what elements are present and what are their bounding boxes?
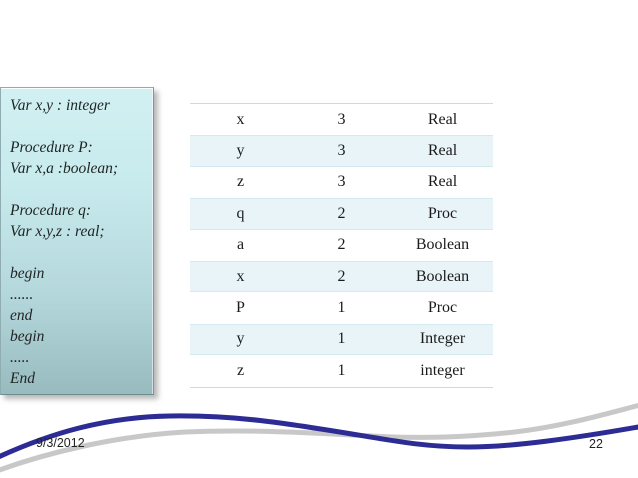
- table-row: z 1 integer: [190, 355, 493, 387]
- cell-type: Integer: [419, 330, 466, 348]
- cell-type: Proc: [427, 204, 458, 222]
- cell-type: Proc: [427, 299, 458, 317]
- footer-date: 9/3/2012: [36, 436, 85, 450]
- code-line: [10, 179, 147, 200]
- code-line: [10, 116, 147, 137]
- cell-name: y: [236, 142, 245, 160]
- decorative-waves: [0, 402, 638, 473]
- cell-type: Boolean: [415, 236, 470, 254]
- table-row: y 1 Integer: [190, 323, 493, 356]
- cell-level: 2: [337, 204, 346, 222]
- cell-name: q: [236, 204, 245, 222]
- cell-type: Boolean: [415, 267, 470, 285]
- cell-name: x: [236, 110, 245, 128]
- code-line: begin: [10, 328, 45, 345]
- table-row: q 2 Proc: [190, 198, 493, 230]
- cell-level: 3: [337, 110, 346, 128]
- code-line: Var x,a :boolean;: [10, 160, 119, 177]
- code-line: Procedure q:: [10, 202, 92, 219]
- cell-name: x: [236, 267, 245, 285]
- code-line: end: [10, 307, 33, 324]
- code-line: Var x,y : integer: [10, 97, 110, 114]
- cell-level: 2: [337, 267, 346, 285]
- wave-gray-line: [0, 402, 638, 473]
- cell-name: y: [236, 330, 245, 348]
- cell-level: 3: [337, 173, 346, 191]
- cell-level: 3: [337, 142, 346, 160]
- code-line: End: [10, 370, 35, 387]
- table-row: x 2 Boolean: [190, 260, 493, 293]
- cell-type: Real: [427, 142, 458, 160]
- table-row: a 2 Boolean: [190, 229, 493, 261]
- code-line: ......: [10, 286, 34, 303]
- symbol-table: x 3 Real y 3 Real z 3 Real q 2 Proc: [190, 103, 493, 388]
- table-row: y 3 Real: [190, 135, 493, 167]
- code-panel: Var x,y : integer Procedure P: Var x,a :…: [0, 87, 154, 395]
- page-number: 22: [589, 437, 603, 451]
- cell-level: 1: [337, 299, 346, 317]
- code-line: begin: [10, 265, 45, 282]
- wave-blue-line: [0, 413, 638, 460]
- cell-name: P: [236, 299, 245, 317]
- table-row: x 3 Real: [190, 104, 493, 136]
- cell-level: 1: [337, 330, 346, 348]
- table-row: z 3 Real: [190, 166, 493, 199]
- cell-type: integer: [420, 361, 465, 379]
- code-line: Procedure P:: [10, 139, 93, 156]
- cell-level: 2: [337, 236, 346, 254]
- cell-type: Real: [427, 110, 458, 128]
- cell-name: a: [236, 236, 245, 254]
- table-row: P 1 Proc: [190, 292, 493, 324]
- code-line: [10, 242, 147, 263]
- code-line: Var x,y,z : real;: [10, 223, 105, 240]
- code-line: .....: [10, 349, 30, 366]
- cell-level: 1: [337, 361, 346, 379]
- cell-name: z: [236, 361, 245, 379]
- cell-name: z: [236, 173, 245, 191]
- cell-type: Real: [427, 173, 458, 191]
